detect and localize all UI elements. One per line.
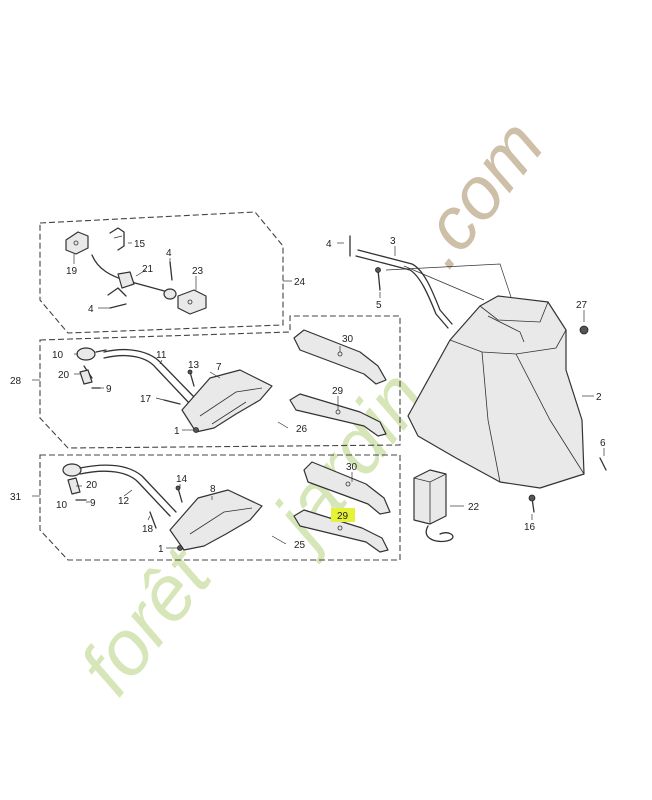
label-10b: 10 <box>56 500 68 511</box>
grass-bag-assembly <box>349 235 607 543</box>
label-23: 23 <box>192 266 204 277</box>
label-12: 12 <box>118 496 130 507</box>
label-30b: 30 <box>346 462 358 473</box>
group-28-parts <box>76 329 387 437</box>
label-9a: 9 <box>106 384 112 395</box>
label-20b: 20 <box>86 480 98 491</box>
label-30a: 30 <box>342 334 354 345</box>
label-11: 11 <box>156 350 167 361</box>
group-box-28 <box>39 315 401 449</box>
label-31: 31 <box>10 492 22 503</box>
label-6: 6 <box>600 438 606 449</box>
label-9b: 9 <box>90 498 96 509</box>
handle-8 <box>169 489 263 551</box>
blade-30b <box>303 461 391 515</box>
group-24-parts <box>65 227 207 315</box>
label-4-rod: 4 <box>326 239 332 250</box>
label-17: 17 <box>140 394 152 405</box>
label-27: 27 <box>576 300 588 311</box>
label-24: 24 <box>294 277 306 288</box>
label-28: 28 <box>10 376 22 387</box>
highlight-29 <box>331 508 355 522</box>
label-13: 13 <box>188 360 200 371</box>
label-18: 18 <box>142 524 154 535</box>
group-box-31 <box>39 454 401 561</box>
rod-3 <box>357 249 453 325</box>
blade-29b <box>293 509 389 553</box>
lever-12 <box>79 464 177 513</box>
handle-7 <box>181 369 273 433</box>
label-2: 2 <box>596 392 602 403</box>
label-10a: 10 <box>52 350 64 361</box>
label-16: 16 <box>524 522 536 533</box>
label-20a: 20 <box>58 370 70 381</box>
label-19: 19 <box>66 266 78 277</box>
label-25: 25 <box>294 540 306 551</box>
label-1a: 1 <box>174 426 180 437</box>
blade-29a <box>289 393 387 437</box>
watermark-brand-a: forêt <box>62 531 229 711</box>
label-8: 8 <box>210 484 216 495</box>
label-1b: 1 <box>158 544 164 555</box>
group-31-parts <box>62 461 391 553</box>
label-21: 21 <box>142 264 154 275</box>
label-4b: 4 <box>88 304 94 315</box>
lever-11 <box>103 348 196 399</box>
label-29b: 29 <box>337 511 349 522</box>
label-29a: 29 <box>332 386 344 397</box>
grass-bag-2 <box>407 295 585 489</box>
group-box-24 <box>39 211 284 334</box>
label-14: 14 <box>176 474 188 485</box>
label-22: 22 <box>468 502 480 513</box>
watermark-suffix: .com <box>395 104 559 281</box>
blade-30a <box>293 329 387 385</box>
label-5: 5 <box>376 300 382 311</box>
label-15: 15 <box>134 239 146 250</box>
bracket-19 <box>65 231 89 255</box>
label-26: 26 <box>296 424 308 435</box>
leader-lines <box>32 242 605 549</box>
callout-labels: 15 19 4 21 23 4 24 4 3 5 27 2 6 16 22 28… <box>10 236 606 555</box>
label-4a: 4 <box>166 248 172 259</box>
label-7: 7 <box>216 362 222 373</box>
label-3: 3 <box>390 236 396 247</box>
